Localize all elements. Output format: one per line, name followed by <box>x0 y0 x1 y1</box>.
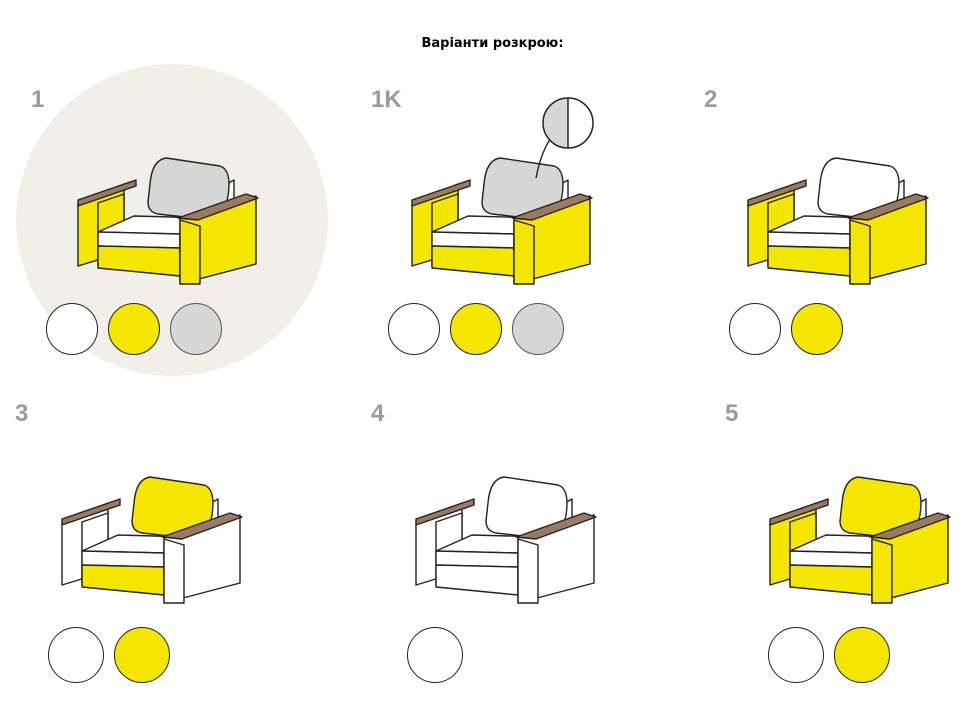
right-arm-front <box>179 219 201 285</box>
left-armrest-top <box>415 498 475 526</box>
color-swatch-yellow <box>108 303 160 355</box>
color-swatch-white <box>729 303 781 355</box>
armchair-illustration <box>769 476 951 604</box>
right-arm-front <box>849 219 871 285</box>
color-swatch-yellow <box>834 627 890 683</box>
option-number: 1 <box>31 86 45 113</box>
color-swatch-white <box>407 627 463 683</box>
right-armrest-top <box>847 193 929 221</box>
right-arm-front <box>871 538 893 604</box>
option-number: 1K <box>371 86 402 113</box>
left-armrest-top <box>411 179 471 207</box>
color-swatch-white <box>768 627 824 683</box>
page-title: Варіанти розкрою: <box>421 36 564 51</box>
option-number: 3 <box>15 400 29 427</box>
color-swatch-white <box>46 303 98 355</box>
base-front <box>81 564 165 596</box>
option-number: 2 <box>704 86 718 113</box>
half-circle-grey <box>543 98 568 148</box>
armchair-illustration <box>411 157 593 285</box>
half-color-callout <box>535 97 594 179</box>
base-front <box>789 564 873 596</box>
armchair-illustration <box>61 476 243 604</box>
color-swatch-yellow <box>791 303 843 355</box>
base-front <box>97 245 181 277</box>
base-front <box>431 245 515 277</box>
base-front <box>435 564 519 596</box>
color-swatch-white <box>388 303 440 355</box>
option-number: 5 <box>725 400 739 427</box>
armchair-illustration <box>415 476 597 604</box>
right-armrest-top <box>511 193 593 221</box>
right-arm-front <box>513 219 535 285</box>
left-armrest-top <box>769 498 829 526</box>
left-armrest-top <box>747 179 807 207</box>
right-arm-front <box>517 538 539 604</box>
right-armrest-top <box>177 193 259 221</box>
left-armrest-top <box>77 179 137 207</box>
right-armrest-top <box>515 512 597 540</box>
option-number: 4 <box>371 400 385 427</box>
color-swatch-grey <box>512 303 564 355</box>
color-swatch-white <box>48 627 104 683</box>
right-arm-front <box>163 538 185 604</box>
armchair-illustration <box>77 157 259 285</box>
base-front <box>767 245 851 277</box>
armchair-illustration <box>747 157 929 285</box>
right-armrest-top <box>869 512 951 540</box>
right-armrest-top <box>161 512 243 540</box>
color-swatch-yellow <box>450 303 502 355</box>
color-swatch-yellow <box>114 627 170 683</box>
color-swatch-grey <box>170 303 222 355</box>
half-circle-white <box>568 98 593 148</box>
left-armrest-top <box>61 498 121 526</box>
